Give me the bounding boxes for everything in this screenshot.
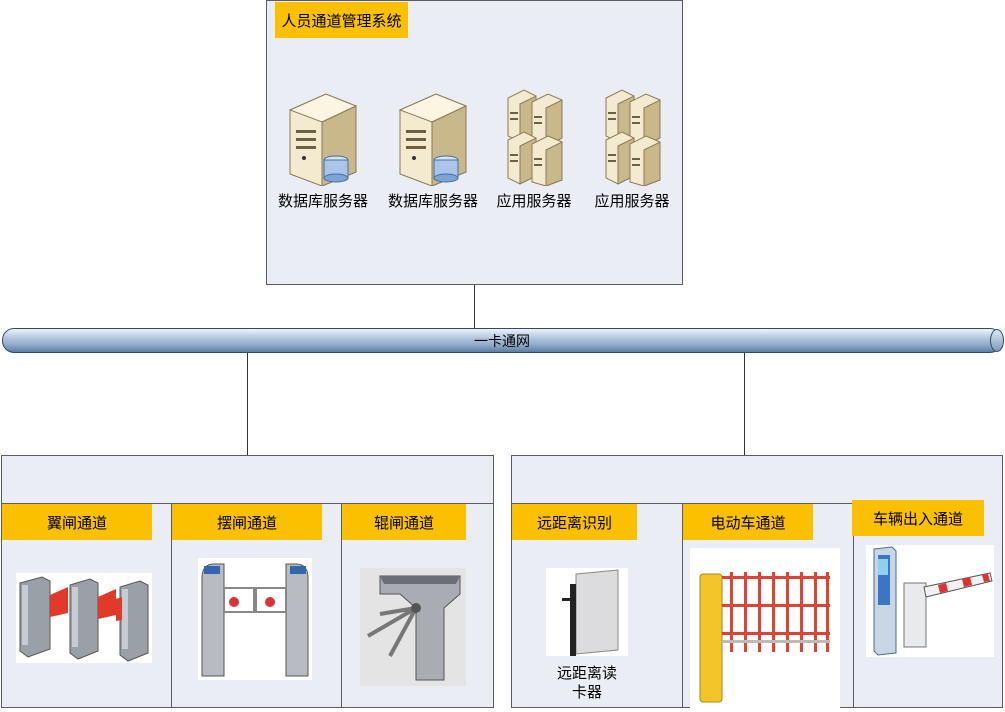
connector-line: [744, 353, 745, 455]
connector-line: [247, 353, 248, 455]
long-range-reader-icon: [546, 568, 628, 656]
channel-tag: 车辆出入通道: [852, 500, 984, 536]
flap-barrier-icon: [16, 573, 152, 663]
server-label: 数据库服务器: [387, 192, 478, 210]
application-server-icon: [506, 88, 564, 187]
server-label: 应用服务器: [496, 192, 572, 210]
application-server-icon: [604, 88, 662, 187]
network-label: 一卡通网: [474, 334, 530, 350]
channel-tag: 辊闸通道: [342, 504, 466, 540]
swing-gate-icon: [198, 558, 312, 680]
server-label: 应用服务器: [594, 192, 670, 210]
pipe-end-cap: [990, 329, 1004, 352]
reader-caption: 卡器: [571, 683, 602, 701]
database-server-icon: [286, 90, 358, 187]
channel-tag: 远距离识别: [512, 504, 637, 540]
database-server-icon: [396, 90, 468, 187]
fence-barrier-icon: [690, 548, 840, 708]
channel-tag: 电动车通道: [683, 504, 813, 540]
reader-caption: 远距离读: [556, 664, 617, 682]
connector-line: [474, 285, 475, 329]
channel-tag: 摆闸通道: [172, 504, 322, 540]
server-label: 数据库服务器: [277, 192, 368, 210]
system-title-tag: 人员通道管理系统: [275, 2, 408, 38]
parking-barrier-icon: [866, 545, 994, 657]
tripod-turnstile-icon: [360, 568, 466, 686]
network-pipe: [2, 328, 1002, 353]
channel-tag: 翼闸通道: [2, 504, 152, 540]
